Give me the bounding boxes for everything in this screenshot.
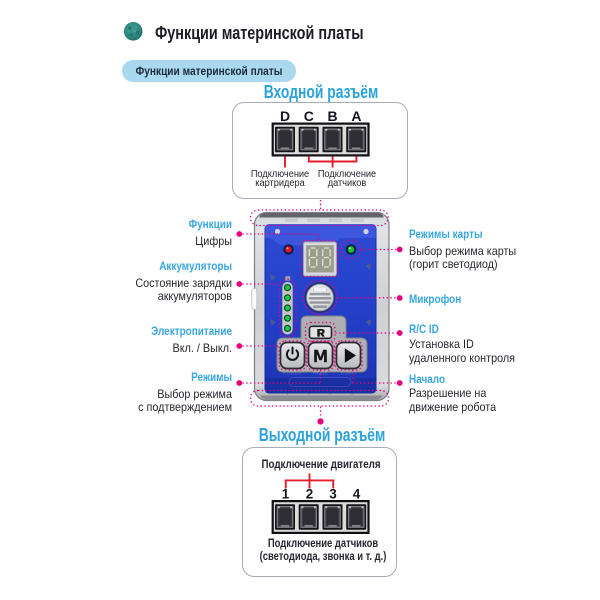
svg-text:2: 2 bbox=[307, 393, 311, 400]
svg-text:START: START bbox=[340, 371, 356, 377]
svg-text:A: A bbox=[351, 108, 361, 124]
svg-text:POWER: POWER bbox=[283, 371, 302, 377]
svg-text:4: 4 bbox=[353, 487, 361, 502]
svg-text:2: 2 bbox=[306, 487, 314, 502]
svg-text:D: D bbox=[280, 108, 290, 124]
svg-text:B: B bbox=[328, 108, 338, 124]
svg-text:C: C bbox=[304, 108, 314, 124]
svg-text:3: 3 bbox=[328, 393, 332, 400]
svg-text:1: 1 bbox=[286, 393, 290, 400]
svg-text:3: 3 bbox=[329, 487, 337, 502]
svg-text:1: 1 bbox=[282, 487, 290, 502]
svg-text:4: 4 bbox=[350, 393, 354, 400]
svg-text:MODE: MODE bbox=[313, 371, 329, 377]
